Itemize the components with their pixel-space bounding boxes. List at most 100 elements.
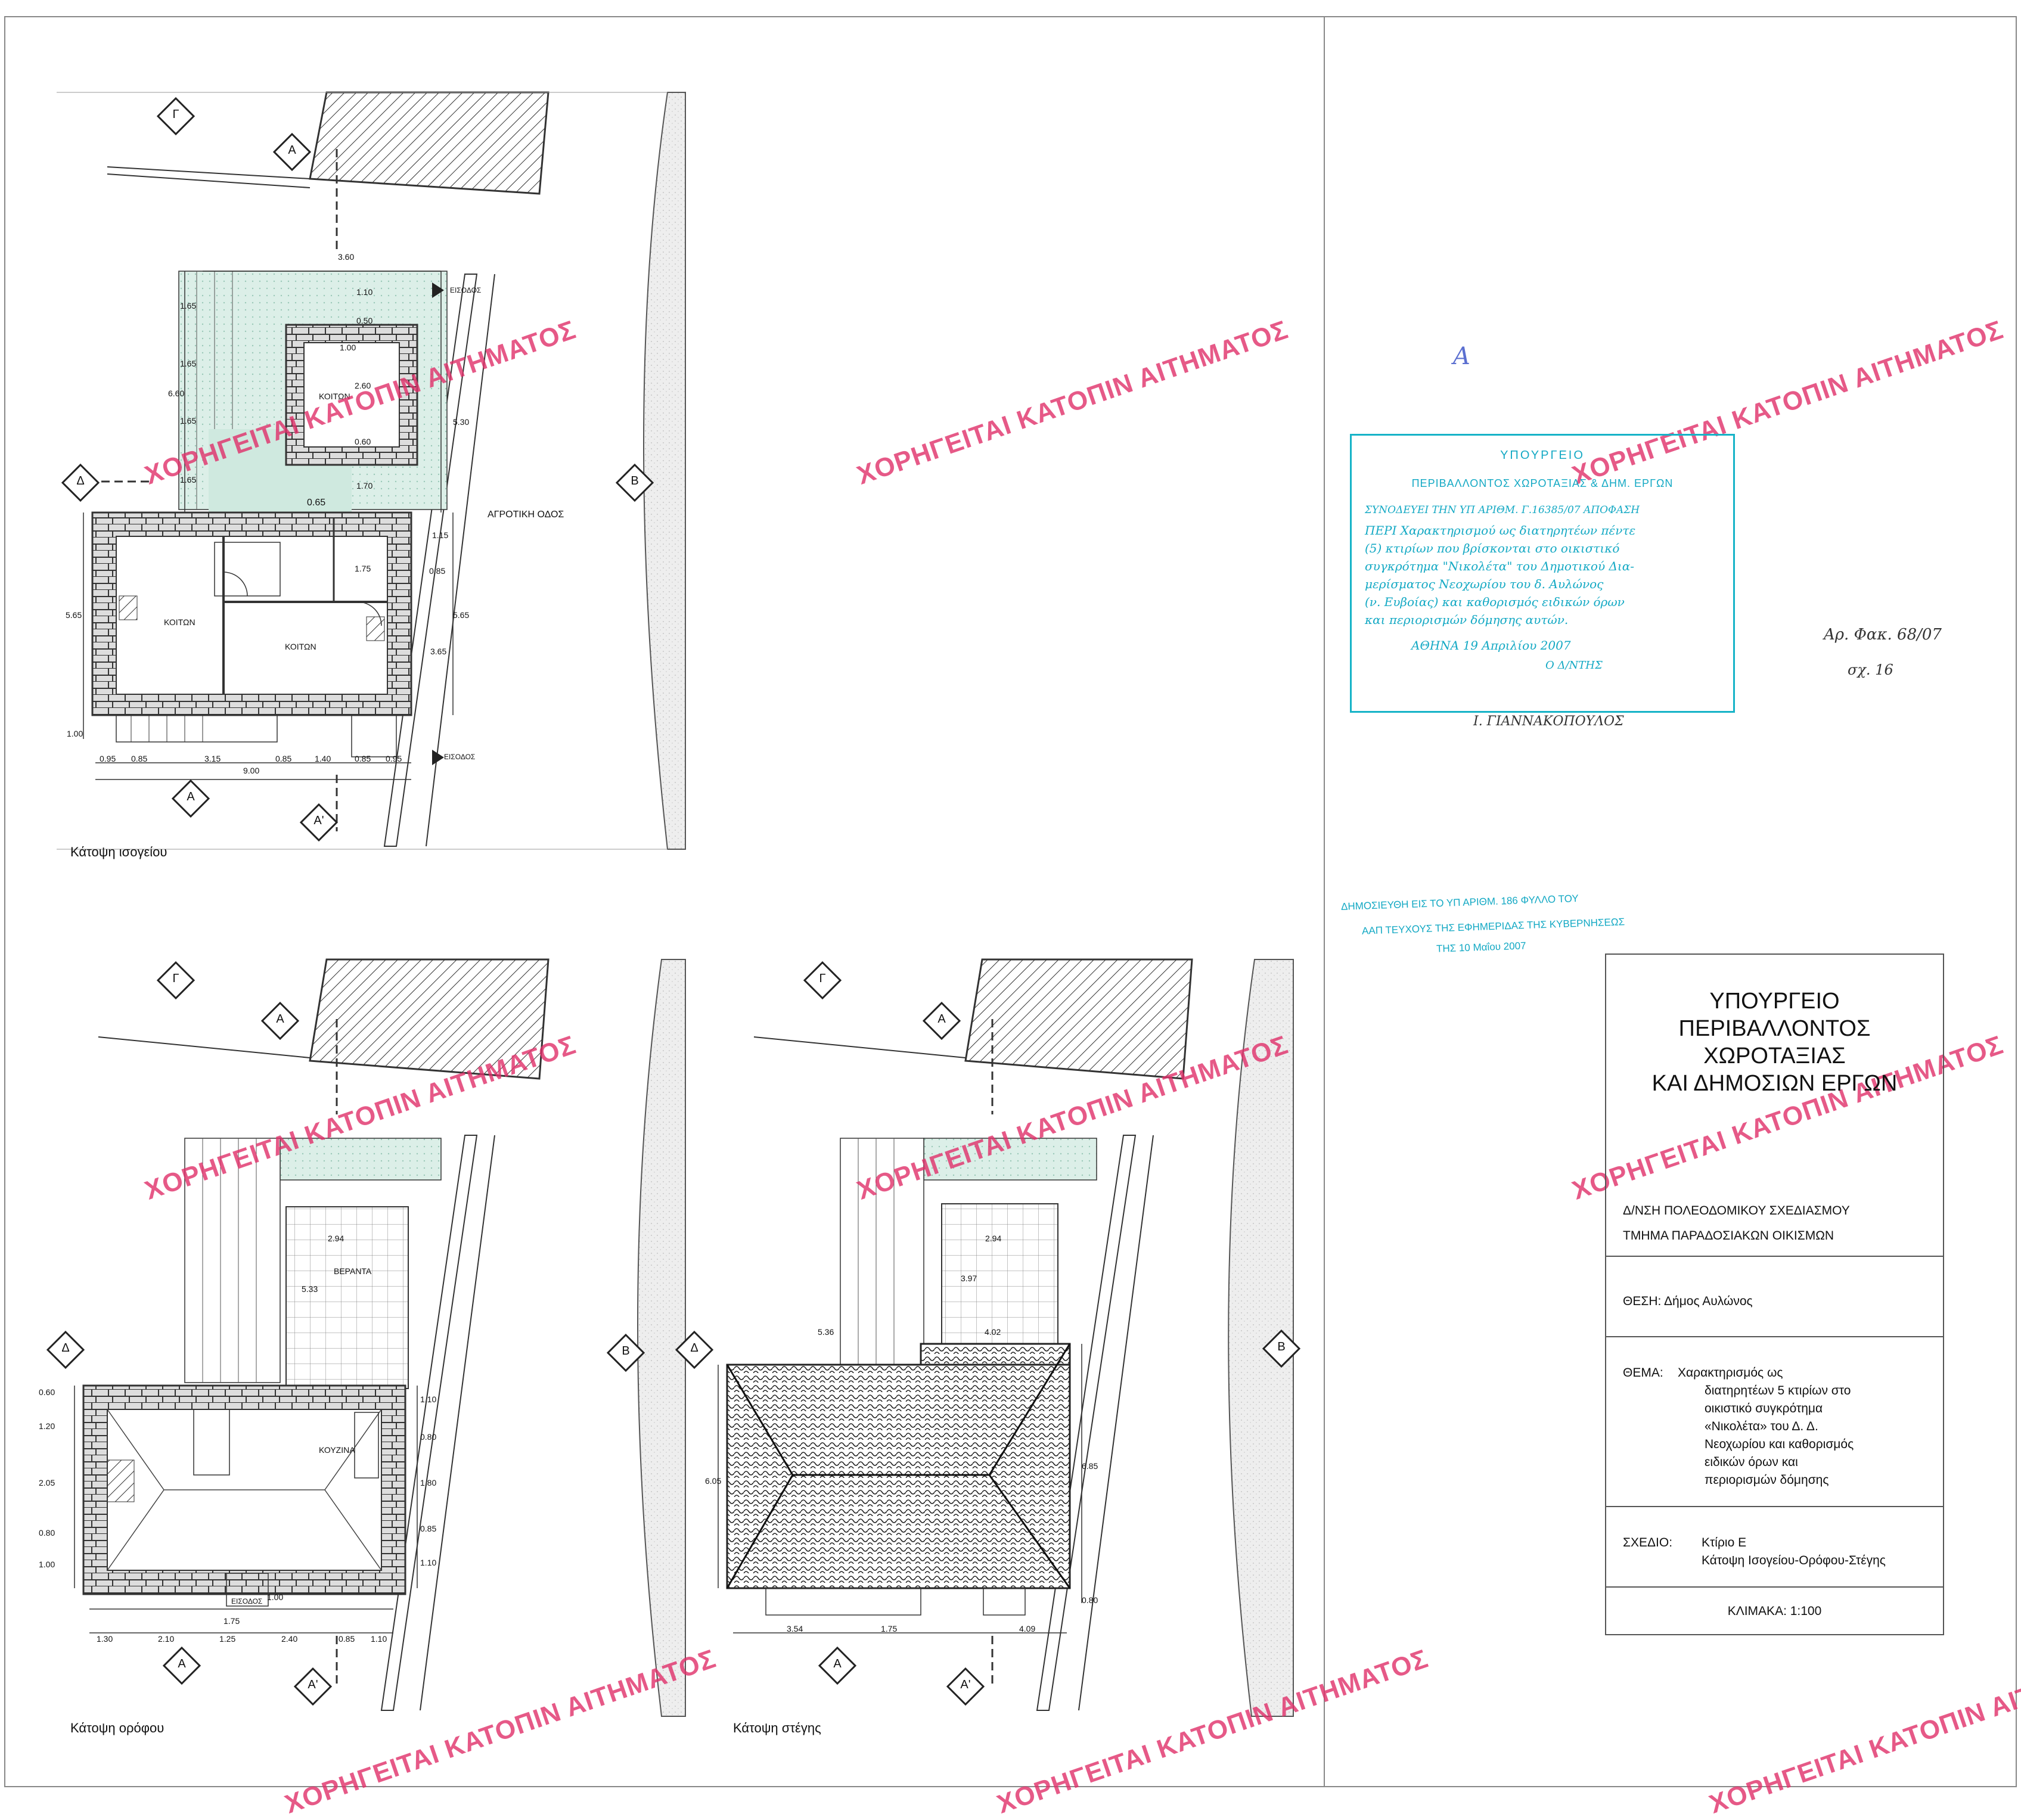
dim: 1.00 bbox=[39, 1560, 55, 1569]
dim: 1.00 bbox=[340, 343, 356, 352]
drawing-label: ΣΧΕΔΙΟ: bbox=[1623, 1536, 1673, 1549]
stamp-line: ΠΕΡΙ Χαρακτηρισμού ως διατηρητέων πέντε bbox=[1365, 523, 1636, 538]
department-label: ΤΜΗΜΑ ΠΑΡΑΔΟΣΙΑΚΩΝ ΟΙΚΙΣΜΩΝ bbox=[1623, 1229, 1834, 1243]
file-ref-sheet: σχ. 16 bbox=[1848, 661, 1893, 678]
roof-marker-d: Δ bbox=[690, 1341, 698, 1355]
roof-plan bbox=[675, 958, 1301, 1717]
dim: 0.80 bbox=[39, 1528, 55, 1538]
dim: 1.65 bbox=[180, 359, 197, 368]
dim: 0.95 bbox=[100, 754, 116, 763]
dim: 6.85 bbox=[1082, 1461, 1098, 1471]
subject-line: Νεοχωρίου και καθορισμός bbox=[1705, 1437, 1854, 1451]
dim: 2.94 bbox=[328, 1234, 344, 1243]
room-label-kitchen: ΚΟΥΖΙΝΑ bbox=[319, 1445, 355, 1455]
handwritten-a: Α bbox=[1453, 343, 1470, 370]
stamp-line: και περιορισμών δόμησης αυτών. bbox=[1365, 613, 1569, 627]
signatory-name: Ι. ΓΙΑΝΝΑΚΟΠΟΥΛΟΣ bbox=[1473, 714, 1624, 729]
stamp-line: συγκρότημα "Νικολέτα" του Δημοτικού Δια- bbox=[1365, 559, 1635, 573]
title-block: ΥΠΟΥΡΓΕΙΟ ΠΕΡΙΒΑΛΛΟΝΤΟΣ ΧΩΡΟΤΑΞΙΑΣ ΚΑΙ Δ… bbox=[1605, 954, 1944, 1635]
dim: 4.02 bbox=[985, 1327, 1001, 1337]
entrance-bottom-label: ΕΙΣΟΔΟΣ bbox=[444, 753, 476, 761]
roof-marker-b: Β bbox=[1277, 1340, 1286, 1353]
dim: 0.60 bbox=[39, 1387, 55, 1397]
ministry-line: ΠΕΡΙΒΑΛΛΟΝΤΟΣ bbox=[1678, 1016, 1871, 1041]
upper-marker-a-bottom: Α bbox=[178, 1657, 186, 1670]
room-label-veranda: ΒΕΡΑΝΤΑ bbox=[334, 1266, 372, 1276]
section-marker-b: Β bbox=[631, 474, 639, 487]
dim: 0.80 bbox=[1082, 1595, 1098, 1605]
dim: 1.75 bbox=[355, 564, 371, 573]
dim: 1.10 bbox=[371, 1634, 387, 1644]
room-label-bedroom-right: ΚΟΙΤΩΝ bbox=[285, 642, 316, 651]
dim: 1.70 bbox=[356, 481, 373, 490]
dim: 0.85 bbox=[275, 754, 292, 763]
ground-floor-title: Κάτοψη ισογείου bbox=[70, 844, 167, 859]
upper-floor-plan bbox=[46, 958, 686, 1717]
dim: 1.20 bbox=[39, 1421, 55, 1431]
dim: 1.65 bbox=[180, 301, 197, 310]
dim: 5.33 bbox=[302, 1284, 318, 1294]
approval-stamp: ΥΠΟΥΡΓΕΙΟ ΠΕΡΙΒΑΛΛΟΝΤΟΣ ΧΩΡΟΤΑΞΙΑΣ & ΔΗΜ… bbox=[1350, 434, 1735, 713]
subject-line: διατηρητέων 5 κτιρίων στο bbox=[1705, 1384, 1851, 1397]
roof-title: Κάτοψη στέγης bbox=[733, 1720, 821, 1735]
entrance-top-label: ΕΙΣΟΔΟΣ bbox=[450, 286, 482, 294]
subject-line: ειδικών όρων και bbox=[1705, 1455, 1798, 1469]
dim: 5.36 bbox=[818, 1327, 834, 1337]
divider bbox=[1606, 1506, 1943, 1507]
subject-label: ΘΕΜΑ: bbox=[1623, 1366, 1663, 1380]
roof-marker-g: Γ bbox=[819, 972, 826, 985]
dim: 3.97 bbox=[961, 1274, 977, 1283]
divider bbox=[1606, 1336, 1943, 1337]
stamp-line: (5) κτιρίων που βρίσκονται στο οικιστικό bbox=[1365, 541, 1620, 555]
divider bbox=[1606, 1256, 1943, 1257]
dim: 0.85 bbox=[339, 1634, 355, 1644]
dim: 0.85 bbox=[355, 754, 371, 763]
dim: 1.30 bbox=[97, 1634, 113, 1644]
upper-marker-d: Δ bbox=[61, 1341, 70, 1355]
subject-line: «Νικολέτα» του Δ. Δ. bbox=[1705, 1420, 1818, 1433]
dim: 1.40 bbox=[315, 754, 331, 763]
directorate-label: Δ/ΝΣΗ ΠΟΛΕΟΔΟΜΙΚΟΥ ΣΧΕΔΙΑΣΜΟΥ bbox=[1623, 1204, 1850, 1218]
dim: 0.65 bbox=[307, 498, 326, 508]
stamp-header: ΥΠΟΥΡΓΕΙΟ bbox=[1500, 449, 1585, 462]
dim: 3.15 bbox=[204, 754, 221, 763]
dim: 0.85 bbox=[429, 566, 446, 576]
upper-marker-a-prime: Α' bbox=[308, 1678, 318, 1691]
dim: 0.60 bbox=[355, 437, 371, 446]
dim: 1.80 bbox=[420, 1478, 437, 1487]
upper-marker-b: Β bbox=[622, 1344, 630, 1358]
file-ref-number: Αρ. Φακ. 68/07 bbox=[1824, 626, 1942, 644]
ministry-line: ΥΠΟΥΡΓΕΙΟ bbox=[1709, 989, 1840, 1014]
dim-total: 9.00 bbox=[243, 766, 260, 775]
dim: 4.09 bbox=[1019, 1624, 1036, 1633]
ministry-line: ΚΑΙ ΔΗΜΟΣΙΩΝ ΕΡΓΩΝ bbox=[1651, 1071, 1898, 1096]
stamp-line: μερίσματος Νεοχωρίου του δ. Αυλώνος bbox=[1365, 577, 1604, 591]
drawing-line: Κάτοψη Ισογείου-Ορόφου-Στέγης bbox=[1702, 1554, 1886, 1567]
room-label-bedroom-left: ΚΟΙΤΩΝ bbox=[164, 617, 195, 627]
dim: 0.50 bbox=[356, 316, 373, 325]
dim: 0.95 bbox=[386, 754, 402, 763]
dim: 2.94 bbox=[985, 1234, 1002, 1243]
dim: 3.54 bbox=[787, 1624, 803, 1633]
upper-marker-a: Α bbox=[276, 1013, 284, 1026]
roof-marker-a: Α bbox=[937, 1013, 946, 1026]
dim: 1.65 bbox=[180, 475, 197, 484]
dim: 1.75 bbox=[223, 1616, 240, 1626]
dim: 5.65 bbox=[66, 610, 82, 620]
subject-line: περιορισμών δόμησης bbox=[1705, 1473, 1829, 1487]
ground-floor-plan bbox=[57, 91, 686, 850]
upper-floor-title: Κάτοψη ορόφου bbox=[70, 1720, 164, 1735]
dim: 6.60 bbox=[168, 389, 185, 398]
upper-marker-g: Γ bbox=[172, 972, 179, 985]
subject-line: Χαρακτηρισμός ως bbox=[1678, 1366, 1783, 1380]
dim: 3.60 bbox=[338, 252, 355, 262]
divider bbox=[1606, 1586, 1943, 1588]
dim: 1.10 bbox=[420, 1394, 437, 1404]
section-marker-d: Δ bbox=[76, 474, 85, 487]
room-label-bedroom-upper: ΚΟΙΤΩΝ bbox=[319, 392, 350, 401]
drawing-line: Κτίριο Ε bbox=[1702, 1536, 1747, 1549]
section-marker-a-prime: Α' bbox=[313, 814, 324, 827]
dim: 2.40 bbox=[281, 1634, 298, 1644]
dim: 2.10 bbox=[158, 1634, 175, 1644]
dim: 1.00 bbox=[267, 1592, 284, 1602]
